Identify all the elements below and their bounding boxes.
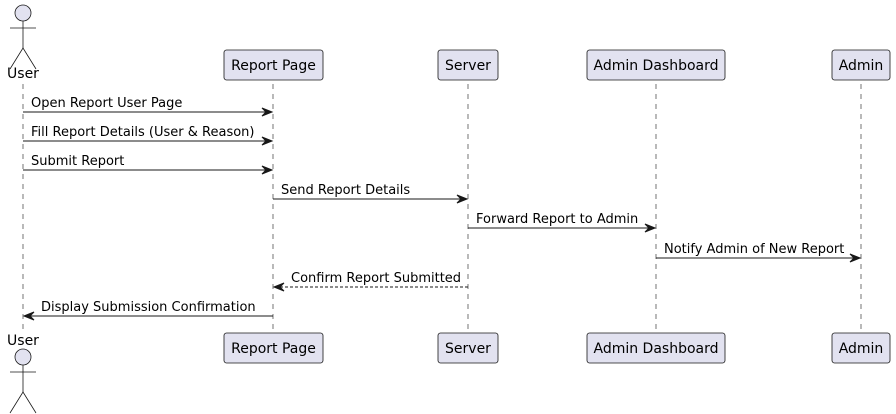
participant-server-bottom: Server: [437, 332, 499, 364]
message-notify-admin-of-new-report: Notify Admin of New Report: [656, 242, 862, 263]
arrowhead-icon: [261, 136, 274, 146]
participant-label: Admin: [839, 58, 884, 74]
message-display-submission-confirmation: Display Submission Confirmation: [22, 300, 273, 321]
participant-server-top: Server: [437, 49, 499, 81]
message-label: Display Submission Confirmation: [41, 300, 256, 315]
arrowhead-icon: [272, 282, 285, 292]
message-fill-report-details-user-reason: Fill Report Details (User & Reason): [23, 125, 274, 146]
participant-label: Server: [445, 58, 491, 74]
actor-user-top: User: [7, 4, 39, 82]
arrowhead-icon: [849, 253, 862, 263]
message-label: Open Report User Page: [31, 96, 182, 111]
arrowhead-icon: [22, 311, 35, 321]
message-send-report-details: Send Report Details: [273, 183, 469, 204]
participant-box: [586, 49, 726, 81]
participant-admin-dashboard-bottom: Admin Dashboard: [586, 332, 726, 364]
message-label: Notify Admin of New Report: [664, 242, 844, 257]
participant-box: [223, 332, 324, 364]
actor-head: [14, 348, 32, 366]
message-label: Fill Report Details (User & Reason): [31, 125, 254, 140]
participant-box: [437, 332, 499, 364]
participant-label: Report Page: [231, 58, 316, 74]
participant-label: Admin Dashboard: [593, 58, 718, 74]
message-label: Forward Report to Admin: [476, 212, 638, 227]
arrowhead-icon: [261, 165, 274, 175]
message-label: Submit Report: [31, 154, 124, 169]
actor-legs: [9, 391, 37, 414]
participant-admin-dashboard-top: Admin Dashboard: [586, 49, 726, 81]
participant-box: [223, 49, 324, 81]
participant-box: [586, 332, 726, 364]
participant-box: [831, 332, 891, 364]
participant-label: Admin: [839, 341, 884, 357]
arrowhead-icon: [644, 223, 657, 233]
participant-label: Admin Dashboard: [593, 341, 718, 357]
participant-label: Report Page: [231, 341, 316, 357]
actor-label: User: [7, 333, 39, 349]
message-label: Confirm Report Submitted: [291, 271, 461, 286]
actor-label: User: [7, 66, 39, 82]
participant-box: [831, 49, 891, 81]
message-label: Send Report Details: [281, 183, 410, 198]
participant-box: [437, 49, 499, 81]
message-open-report-user-page: Open Report User Page: [23, 96, 274, 117]
arrowhead-icon: [261, 107, 274, 117]
participant-label: Server: [445, 341, 491, 357]
message-submit-report: Submit Report: [23, 154, 274, 175]
actor-user-bottom: User: [7, 333, 39, 414]
participant-admin-top: Admin: [831, 49, 891, 81]
participant-report-page-top: Report Page: [223, 49, 324, 81]
message-confirm-report-submitted: Confirm Report Submitted: [272, 271, 468, 292]
participant-report-page-bottom: Report Page: [223, 332, 324, 364]
message-forward-report-to-admin: Forward Report to Admin: [468, 212, 657, 233]
participant-admin-bottom: Admin: [831, 332, 891, 364]
arrowhead-icon: [456, 194, 469, 204]
actor-head: [14, 4, 32, 22]
actor-legs: [9, 47, 37, 70]
